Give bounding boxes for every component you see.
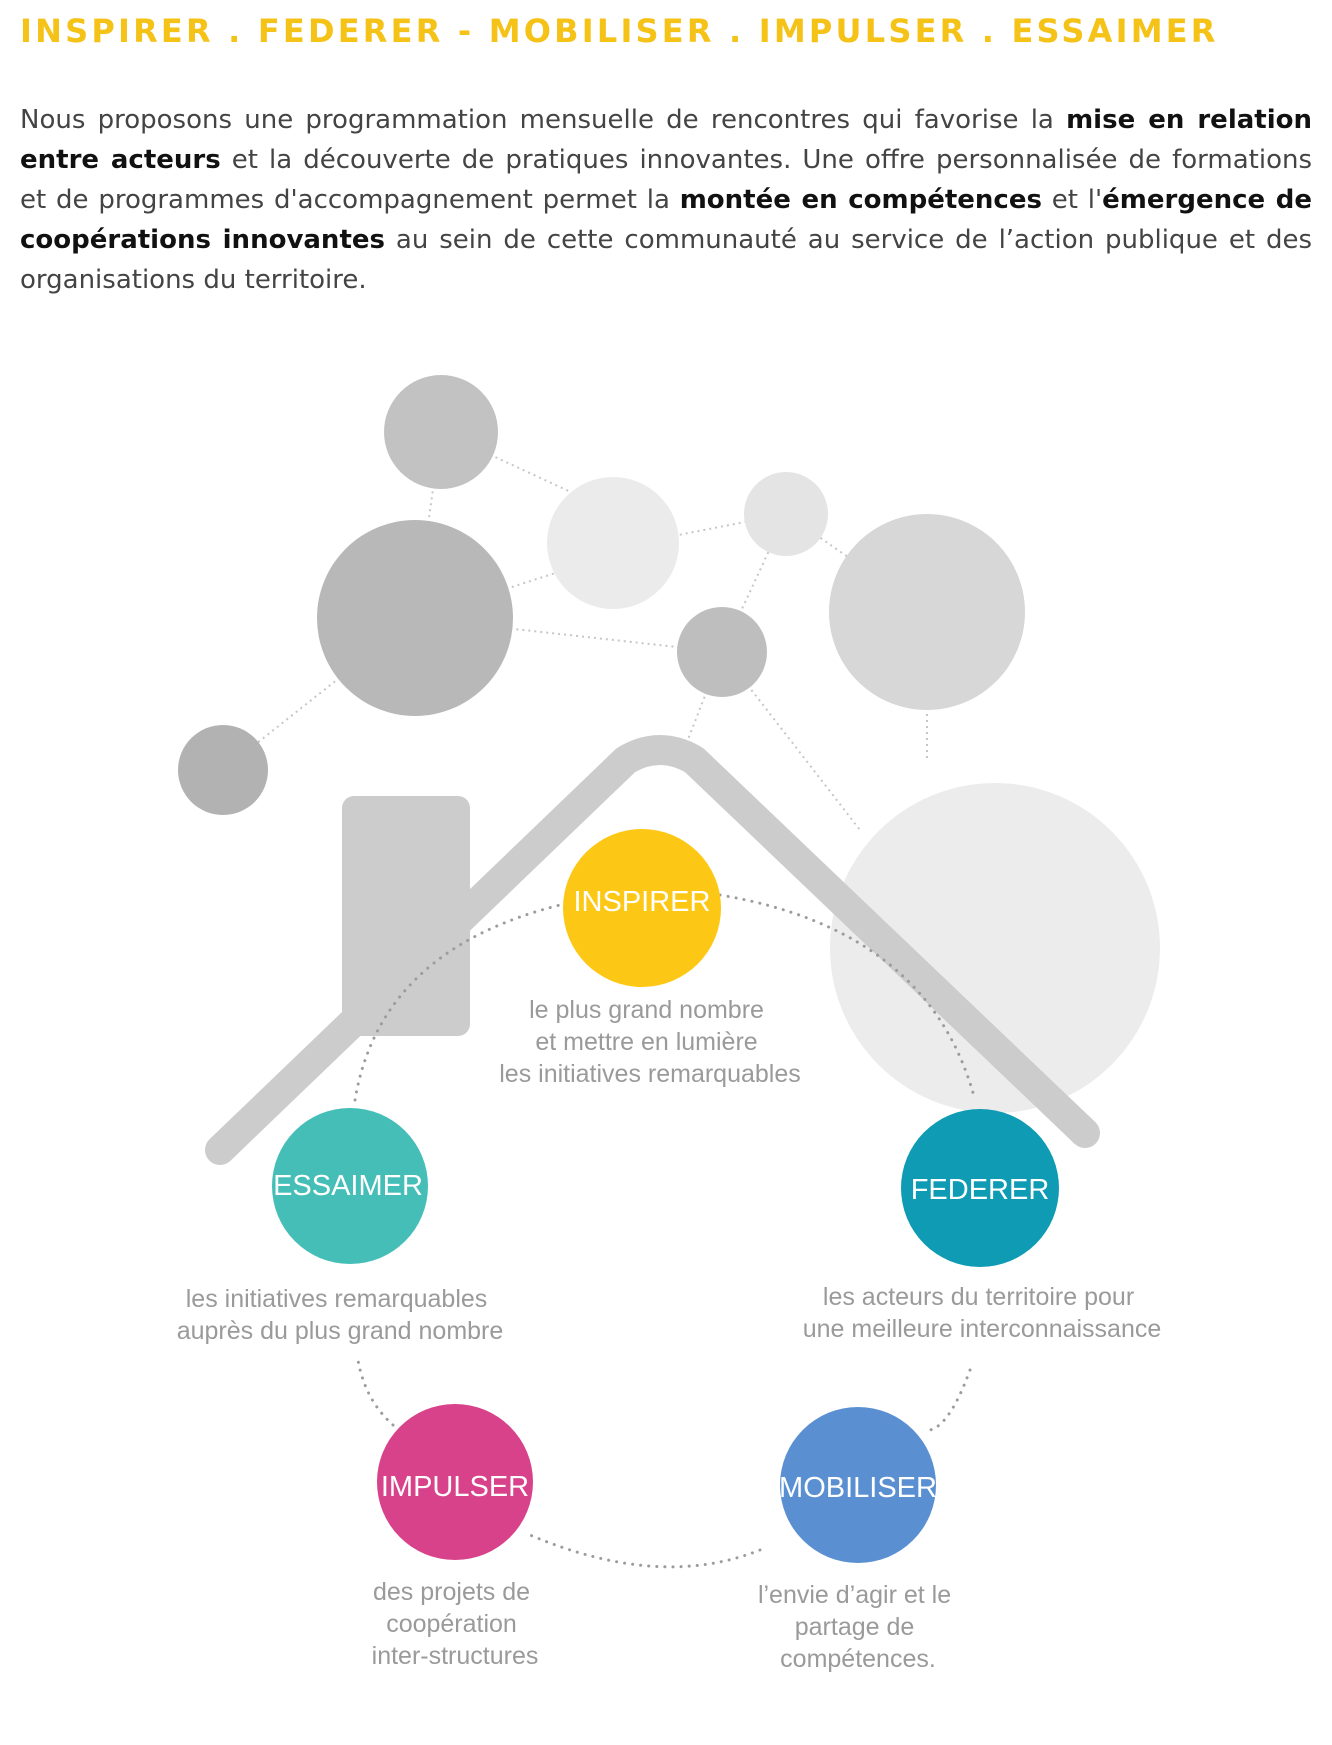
node-label-essaimer: ESSAIMER xyxy=(273,1170,423,1202)
node-circle-inspirer xyxy=(563,829,721,987)
node-circle-impulser xyxy=(377,1404,533,1560)
node-federer: FEDERER les acteurs du territoire pour u… xyxy=(803,1109,1162,1343)
node-label-federer: FEDERER xyxy=(911,1174,1050,1206)
intro-bold-1: mise en relation entre acteurs xyxy=(20,105,1312,175)
node-circle-essaimer xyxy=(272,1108,428,1264)
network-circle xyxy=(547,477,679,609)
node-mobiliser: MOBILISER l’envie d’agir et le partage d… xyxy=(758,1407,958,1673)
node-label-mobiliser: MOBILISER xyxy=(779,1472,937,1504)
node-desc-federer: les acteurs du territoire pour une meill… xyxy=(803,1283,1162,1343)
node-inspirer: INSPIRER le plus grand nombre et mettre … xyxy=(499,829,801,1088)
intro-bold-2: montée en compétences xyxy=(679,185,1042,215)
network-circle xyxy=(178,725,268,815)
page-heading: INSPIRER . FEDERER - MOBILISER . IMPULSE… xyxy=(20,12,1219,50)
intro-bold-3: émergence de coopérations innovantes xyxy=(20,185,1313,255)
node-label-inspirer: INSPIRER xyxy=(574,886,711,918)
network-circle xyxy=(829,514,1025,710)
intro-paragraph: Nous proposons une programmation mensuel… xyxy=(20,100,1312,300)
intro-text-1: Nous proposons une programmation mensuel… xyxy=(20,105,1067,135)
intro-text-2: et la découverte de pratiques innovantes… xyxy=(20,145,1312,215)
node-label-impulser: IMPULSER xyxy=(381,1471,529,1503)
network-circle xyxy=(744,472,828,556)
node-desc-inspirer: le plus grand nombre et mettre en lumièr… xyxy=(499,996,801,1088)
node-desc-impulser: des projets de coopération inter-structu… xyxy=(372,1578,539,1670)
network-circles xyxy=(178,375,1160,1113)
node-impulser: IMPULSER des projets de coopération inte… xyxy=(372,1404,539,1670)
intro-text-4: au sein de cette communauté au service d… xyxy=(20,225,1312,295)
network-circle xyxy=(677,607,767,697)
node-desc-essaimer: les initiatives remarquables auprès du p… xyxy=(177,1285,504,1345)
house-roof xyxy=(205,735,1100,1165)
network-circle xyxy=(317,520,513,716)
house-chimney xyxy=(342,796,470,1036)
network-circle xyxy=(830,783,1160,1113)
house-shape xyxy=(205,735,1100,1165)
intro-text-3: et l' xyxy=(1041,185,1103,215)
node-desc-mobiliser: l’envie d’agir et le partage de compéten… xyxy=(758,1581,958,1673)
node-circle-federer xyxy=(901,1109,1059,1267)
network-circle xyxy=(384,375,498,489)
node-essaimer: ESSAIMER les initiatives remarquables au… xyxy=(177,1108,504,1345)
cycle-links xyxy=(353,893,977,1569)
node-circle-mobiliser xyxy=(780,1407,936,1563)
